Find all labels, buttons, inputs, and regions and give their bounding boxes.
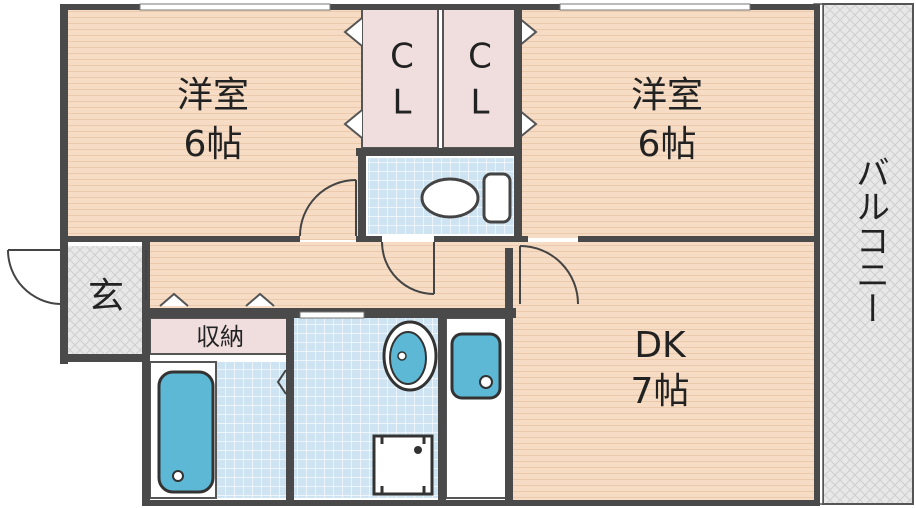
western-room-left: 洋室 6帖 — [64, 8, 362, 240]
hallway — [146, 242, 516, 310]
washroom — [294, 318, 440, 498]
bathtub-drain — [172, 470, 184, 482]
western-room-right: 洋室 6帖 — [519, 8, 818, 238]
toilet-tank — [482, 172, 512, 224]
kitchen-sink — [450, 332, 502, 400]
dk-room-size: 7帖 — [631, 371, 690, 412]
entrance-label: 玄 — [88, 276, 124, 317]
doors — [7, 179, 579, 395]
storage-label: 収納 — [196, 323, 244, 351]
closet-left-l: L — [393, 83, 412, 123]
closet-right-l: L — [471, 83, 490, 123]
dk-room: DK 7帖 — [509, 242, 818, 502]
western-room-right-name: 洋室 — [631, 75, 703, 116]
bathroom — [149, 361, 286, 499]
washing-machine — [372, 434, 434, 496]
windows — [139, 3, 751, 319]
dk-room-name: DK — [634, 325, 687, 366]
western-room-left-size: 6帖 — [184, 124, 243, 165]
entrance: 玄 — [68, 246, 142, 354]
balcony-label: バルコニー — [850, 155, 890, 325]
storage: 収納 — [149, 292, 291, 355]
western-room-left-name: 洋室 — [177, 75, 249, 116]
toilet-room — [368, 158, 514, 234]
western-room-right-size: 6帖 — [638, 124, 697, 165]
closet-right-c: C — [468, 37, 492, 77]
bathtub — [157, 370, 215, 494]
balcony: バルコニー — [813, 3, 914, 505]
closet-left: C L — [343, 7, 439, 149]
kitchen-counter — [445, 317, 507, 499]
toilet-bowl — [420, 177, 480, 219]
closet-left-c: C — [390, 37, 414, 77]
